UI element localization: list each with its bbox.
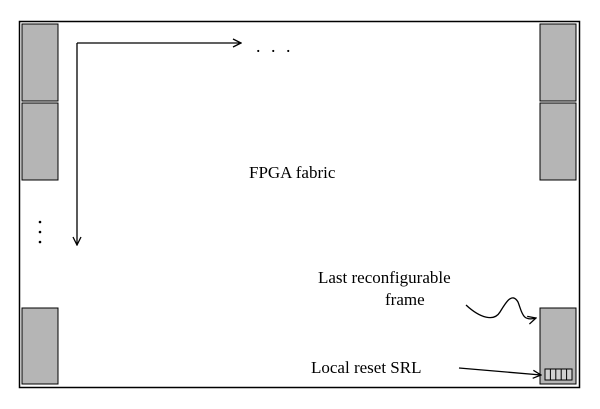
frame-right-2 [539, 102, 577, 181]
horizontal-ellipsis: . . . [256, 36, 294, 56]
last-frame-label-line2: frame [385, 290, 425, 309]
local-reset-srl-block [544, 368, 573, 381]
vertical-ellipsis [38, 220, 42, 244]
reset-srl-arrow [458, 367, 541, 375]
frame-left-1 [21, 23, 59, 102]
last-frame-label-line1: Last reconfigurable [318, 268, 451, 287]
last-frame-pointer [465, 297, 536, 319]
frame-left-2 [21, 102, 59, 181]
frame-left-3 [21, 307, 59, 385]
reset-srl-label: Local reset SRL [311, 358, 421, 377]
fabric-label: FPGA fabric [249, 163, 336, 182]
fpga-fabric-border [18, 20, 581, 389]
frame-right-1 [539, 23, 577, 102]
